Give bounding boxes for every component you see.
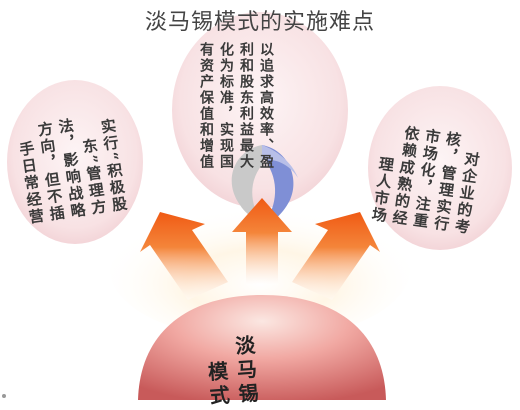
arrow-right <box>292 212 380 300</box>
bubble-left-text: 实行“积极股东”管理方法，影响战略方向，但不插手日常经营 <box>16 117 130 227</box>
arrow-left <box>140 212 228 300</box>
arrow-middle <box>232 198 292 285</box>
corner-dot <box>2 394 6 398</box>
page-title: 淡马锡模式的实施难点 <box>144 10 375 35</box>
bubble-middle-text: 以追求高效率、盈利和股东利益最大化为标准，实现国有资产保值和增值 <box>198 42 274 170</box>
diagram-graphics <box>7 12 512 400</box>
base-dome <box>138 295 386 400</box>
bubble-left-shape <box>7 80 143 244</box>
bubble-right-text: 对企业的考核，管理实行市场化，注重依赖成熟的经理人市场 <box>368 124 482 237</box>
base-label: 淡马锡模式 <box>203 334 261 410</box>
diagram: 淡马锡模式的实施难点 实行“积极股东”管理方法，影响战略方向，但不插手日常经营 … <box>2 10 512 410</box>
bubble-right-shape <box>368 86 512 250</box>
bubble-middle-shape <box>172 12 348 208</box>
center-swirl <box>231 145 298 226</box>
